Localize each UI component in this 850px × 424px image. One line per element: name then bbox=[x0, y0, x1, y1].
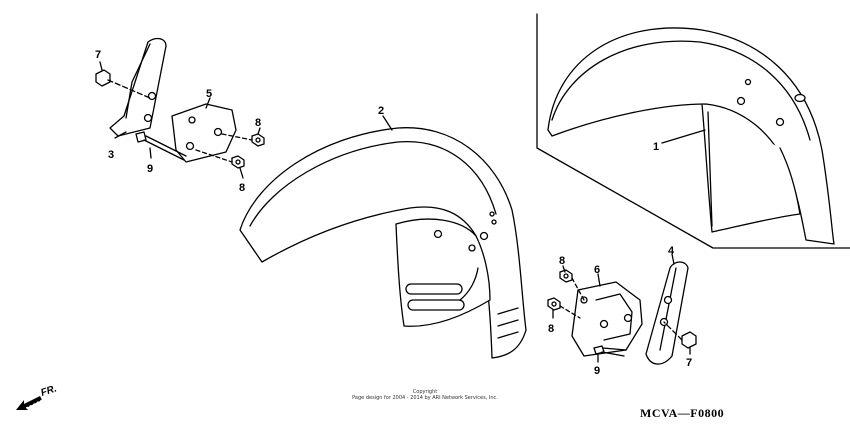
callout-1: 1 bbox=[653, 141, 659, 153]
copyright-line-2: Page design for 2004 - 2014 by ARI Netwo… bbox=[352, 395, 498, 401]
callout-9-right: 9 bbox=[594, 365, 600, 377]
callout-4: 4 bbox=[668, 245, 675, 257]
right-bracket bbox=[571, 273, 643, 357]
front-fender bbox=[239, 115, 527, 359]
callout-9-left: 9 bbox=[147, 163, 153, 175]
right-fender-stay bbox=[645, 253, 689, 365]
callout-2: 2 bbox=[378, 105, 384, 117]
front-direction-indicator: FR. bbox=[12, 382, 72, 416]
callout-7-left: 7 bbox=[95, 49, 101, 61]
fender-assembly-inset bbox=[547, 27, 835, 245]
callout-8-lower-right: 8 bbox=[548, 323, 554, 335]
callout-3: 3 bbox=[108, 149, 114, 161]
inset-frame bbox=[536, 13, 850, 249]
callout-6: 6 bbox=[594, 264, 600, 276]
direction-arrow-icon bbox=[16, 396, 43, 410]
diagram-code: MCVA—F0800 bbox=[640, 406, 725, 420]
callout-5: 5 bbox=[206, 88, 212, 100]
callout-7-right: 7 bbox=[686, 357, 692, 369]
right-hardware bbox=[547, 265, 697, 363]
callout-8-lower-left: 8 bbox=[239, 182, 245, 194]
copyright-line-1: Copyright bbox=[412, 389, 438, 395]
callout-8-upper-right: 8 bbox=[559, 255, 565, 267]
left-fender-stay bbox=[109, 37, 167, 139]
copyright-note: Copyright Page design for 2004 - 2014 by… bbox=[300, 389, 550, 401]
callout-8-upper-left: 8 bbox=[255, 117, 261, 129]
left-hardware bbox=[95, 61, 265, 179]
direction-label: FR. bbox=[40, 383, 59, 398]
